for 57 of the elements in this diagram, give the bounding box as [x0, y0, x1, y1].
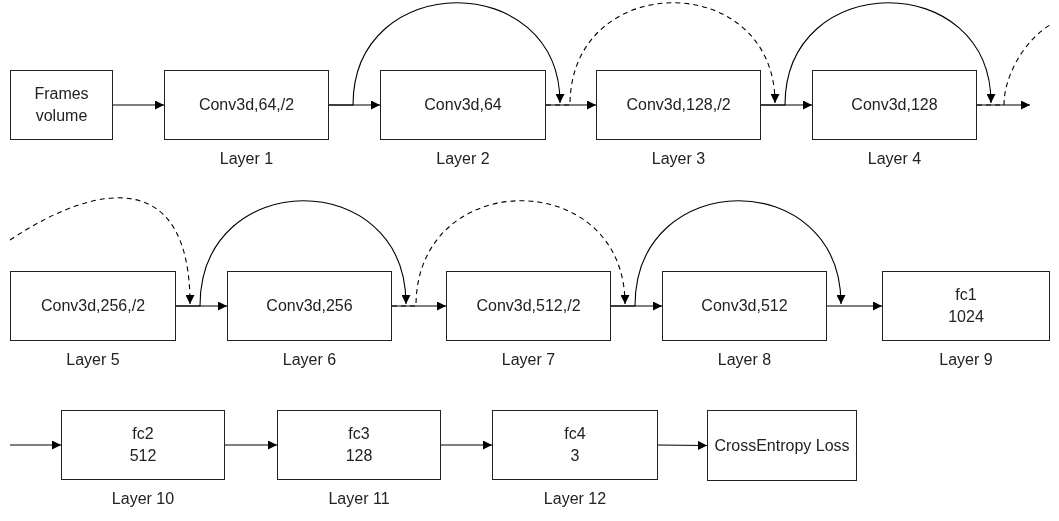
layer-box [10, 271, 176, 341]
layer-text: 1024 [948, 307, 984, 327]
layer-box [446, 271, 611, 341]
layer-text: 3 [570, 446, 580, 466]
layer-box [227, 271, 392, 341]
layer-text: Frames volume [33, 84, 90, 126]
layer-box [61, 410, 225, 480]
skip-arrow [760, 2, 995, 106]
layer-box [380, 70, 546, 140]
layer-label: Layer 2 [435, 150, 491, 168]
layer-text: Conv3d,256,/2 [40, 296, 146, 317]
layer-label: Layer 12 [542, 490, 608, 508]
layer-label: Layer 7 [500, 351, 557, 369]
layer-text: fc4 [564, 424, 586, 445]
dashed-skip-arrow [391, 200, 629, 307]
layer-label: Layer 6 [281, 351, 338, 369]
layer-text: Conv3d,64,/2 [198, 95, 295, 116]
arrow [224, 440, 278, 450]
layer-text: Conv3d,256 [266, 296, 353, 317]
layer-text: 128 [345, 446, 373, 466]
layer-text: Conv3d,64 [424, 95, 502, 116]
layer-box [882, 271, 1050, 341]
layer-label: Layer 8 [716, 351, 773, 369]
layer-box [662, 271, 827, 341]
layer-label: Layer 10 [110, 490, 176, 508]
layer-text: Conv3d,512 [701, 296, 788, 317]
layer-text: Conv3d,128,/2 [626, 95, 731, 116]
layer-box [10, 70, 113, 140]
layer-text: Conv3d,512,/2 [476, 296, 581, 317]
arrow [112, 100, 165, 110]
skip-arrow [328, 2, 564, 106]
layer-text: fc3 [348, 424, 370, 445]
skip-arrow [610, 200, 845, 307]
layer-label: Layer 11 [327, 490, 391, 508]
layer-label: Layer 5 [65, 351, 121, 369]
layer-label: Layer 3 [650, 150, 707, 168]
dashed-skip-arrow [9, 197, 194, 305]
arrow [440, 440, 493, 450]
layer-text: 512 [129, 446, 157, 466]
arrow [826, 301, 883, 311]
layer-box [596, 70, 761, 140]
layer-text: fc2 [132, 424, 154, 445]
layer-label: Layer 4 [866, 150, 923, 168]
layer-box [164, 70, 329, 140]
layer-text: fc1 [955, 285, 977, 306]
layer-box [707, 410, 857, 481]
arrow [657, 440, 708, 450]
layer-box [492, 410, 658, 480]
layer-text: CrossEntropy Loss [714, 435, 850, 456]
layer-box [277, 410, 441, 480]
layer-text: Conv3d,128 [851, 95, 938, 116]
layer-label: Layer 1 [218, 150, 275, 168]
layer-box [812, 70, 977, 140]
skip-arrow [175, 200, 410, 307]
dashed-skip-arrow [545, 2, 779, 106]
arrow [9, 440, 62, 450]
layer-label: Layer 9 [938, 351, 994, 369]
